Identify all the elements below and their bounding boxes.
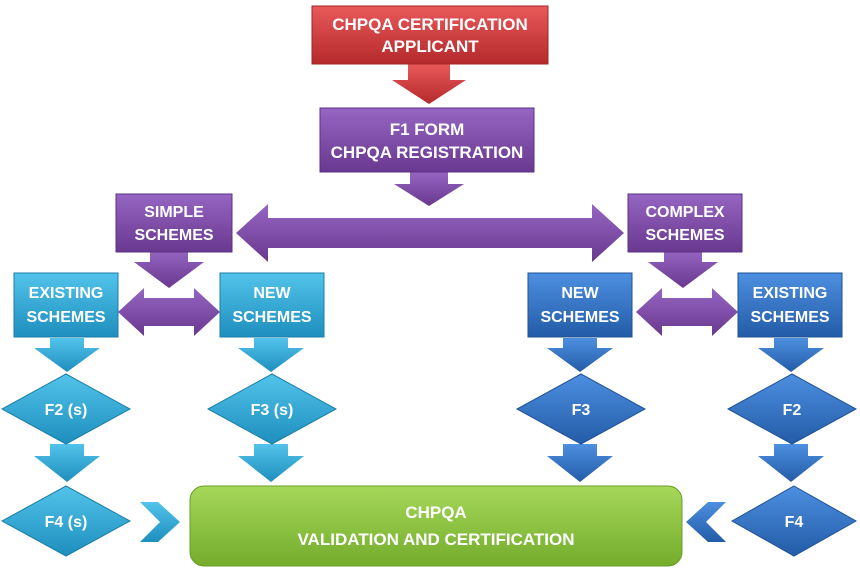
complex-existing-line1: EXISTING	[753, 285, 828, 302]
f2s-diamond	[0, 373, 132, 445]
arrow-applicant-to-f1	[392, 64, 466, 104]
arrow-f4-to-validation	[686, 502, 726, 542]
simple-new-line1: NEW	[253, 285, 291, 302]
f4-label: F4	[785, 514, 804, 531]
arrow-f2-to-f4	[758, 444, 824, 482]
f3s-diamond	[206, 373, 338, 445]
arrow-simple-complex	[236, 204, 624, 262]
f2-label: F2	[783, 402, 802, 419]
validation-line1: CHPQA	[405, 503, 466, 522]
arrow-new-to-f3	[547, 338, 613, 372]
f4-diamond	[730, 485, 858, 557]
complex-new-line1: NEW	[561, 285, 599, 302]
complex-schemes-line1: COMPLEX	[645, 204, 724, 221]
f1-form-line2: CHPQA REGISTRATION	[331, 143, 524, 162]
complex-existing-line2: SCHEMES	[750, 309, 829, 326]
f3-diamond	[515, 373, 647, 445]
arrow-f2s-to-f4s	[34, 444, 100, 482]
arrow-f3-to-validation	[547, 444, 613, 482]
arrow-simple-existing-new	[118, 288, 220, 336]
applicant-line2: APPLICANT	[381, 37, 479, 56]
arrow-existing-to-f2	[758, 338, 824, 372]
f3s-label: F3 (s)	[251, 402, 294, 419]
arrow-f4s-to-validation	[140, 502, 180, 542]
f4s-diamond	[0, 485, 132, 557]
complex-new-schemes-box	[527, 272, 633, 338]
validation-box	[189, 485, 683, 567]
f1-form-line1: F1 FORM	[390, 120, 465, 139]
f2-diamond	[726, 373, 858, 445]
complex-schemes-box	[627, 193, 743, 253]
simple-schemes-box	[115, 193, 233, 253]
complex-existing-schemes-box	[737, 272, 843, 338]
arrow-f1-down	[394, 172, 464, 206]
arrow-complex-new-existing	[636, 288, 738, 336]
simple-schemes-line2: SCHEMES	[134, 227, 213, 244]
simple-existing-line2: SCHEMES	[26, 309, 105, 326]
simple-schemes-line1: SIMPLE	[144, 204, 204, 221]
applicant-box	[311, 5, 549, 65]
arrow-new-to-f3s	[238, 338, 304, 372]
complex-schemes-line2: SCHEMES	[645, 227, 724, 244]
simple-new-schemes-box	[219, 272, 325, 338]
arrow-simple-down	[134, 250, 204, 288]
arrow-f3s-to-validation	[238, 444, 304, 482]
f3-label: F3	[572, 402, 591, 419]
f4s-label: F4 (s)	[45, 514, 88, 531]
f2s-label: F2 (s)	[45, 402, 88, 419]
validation-line2: VALIDATION AND CERTIFICATION	[297, 530, 574, 549]
applicant-line1: CHPQA CERTIFICATION	[332, 15, 528, 34]
arrow-existing-to-f2s	[34, 338, 100, 372]
simple-existing-line1: EXISTING	[29, 285, 104, 302]
arrow-complex-down	[648, 250, 718, 288]
f1-form-box	[319, 107, 535, 173]
complex-new-line2: SCHEMES	[540, 309, 619, 326]
simple-existing-schemes-box	[13, 272, 119, 338]
simple-new-line2: SCHEMES	[232, 309, 311, 326]
